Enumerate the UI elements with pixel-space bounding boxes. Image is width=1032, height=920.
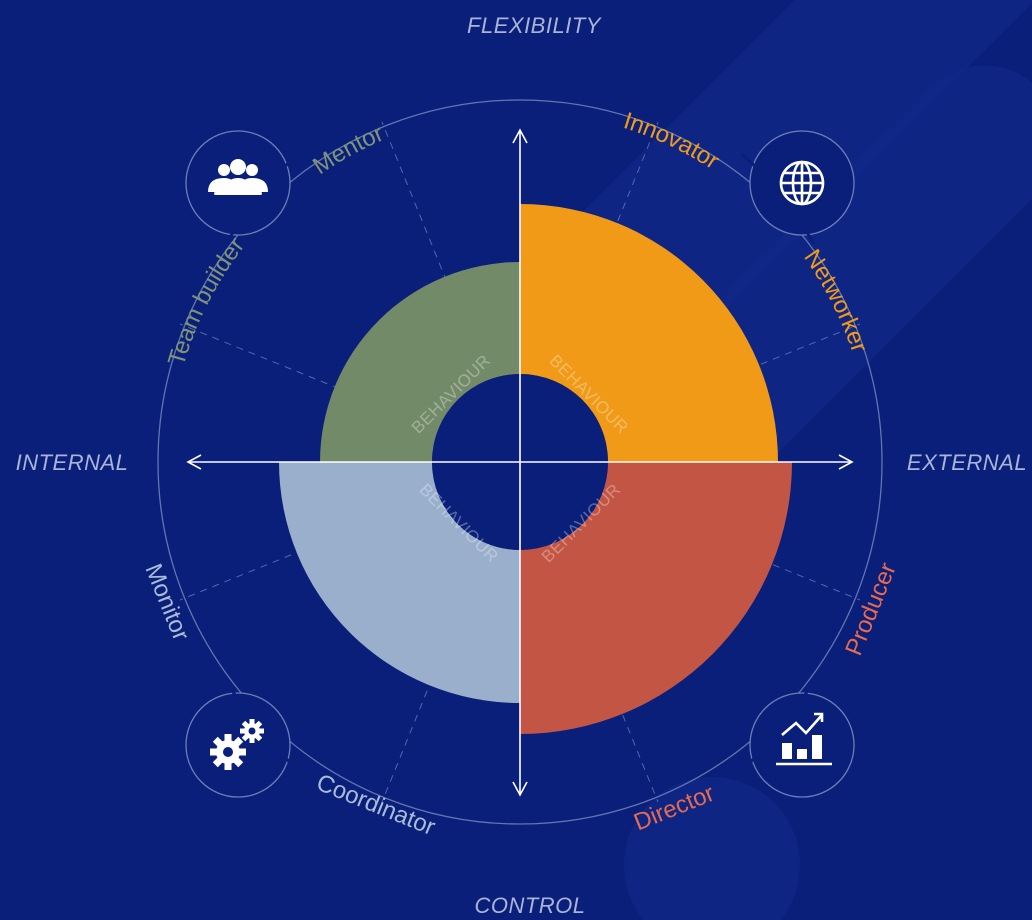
quadrant-green — [320, 262, 520, 462]
team-icon — [208, 159, 268, 195]
role-label-producer: Producer — [840, 559, 902, 659]
outer-ring — [157, 99, 883, 825]
quadrants — [279, 204, 792, 734]
role-label-mentor: Mentor — [308, 120, 387, 180]
axis-label-right: EXTERNAL — [907, 450, 1027, 475]
quadrant-red — [520, 462, 792, 734]
role-label-team-builder: Team builder — [163, 233, 250, 369]
axis-label-top: FLEXIBILITY — [467, 13, 602, 38]
axis-label-bottom: CONTROL — [474, 893, 585, 918]
quadrant-light-blue — [279, 462, 520, 703]
axis-label-left: INTERNAL — [16, 450, 129, 475]
role-label-coordinator: Coordinator — [313, 769, 439, 841]
quadrant-orange — [520, 204, 778, 462]
gears-icon — [210, 719, 264, 770]
globe-icon — [779, 160, 825, 206]
growth-chart-icon — [776, 712, 832, 766]
axes — [186, 128, 854, 797]
